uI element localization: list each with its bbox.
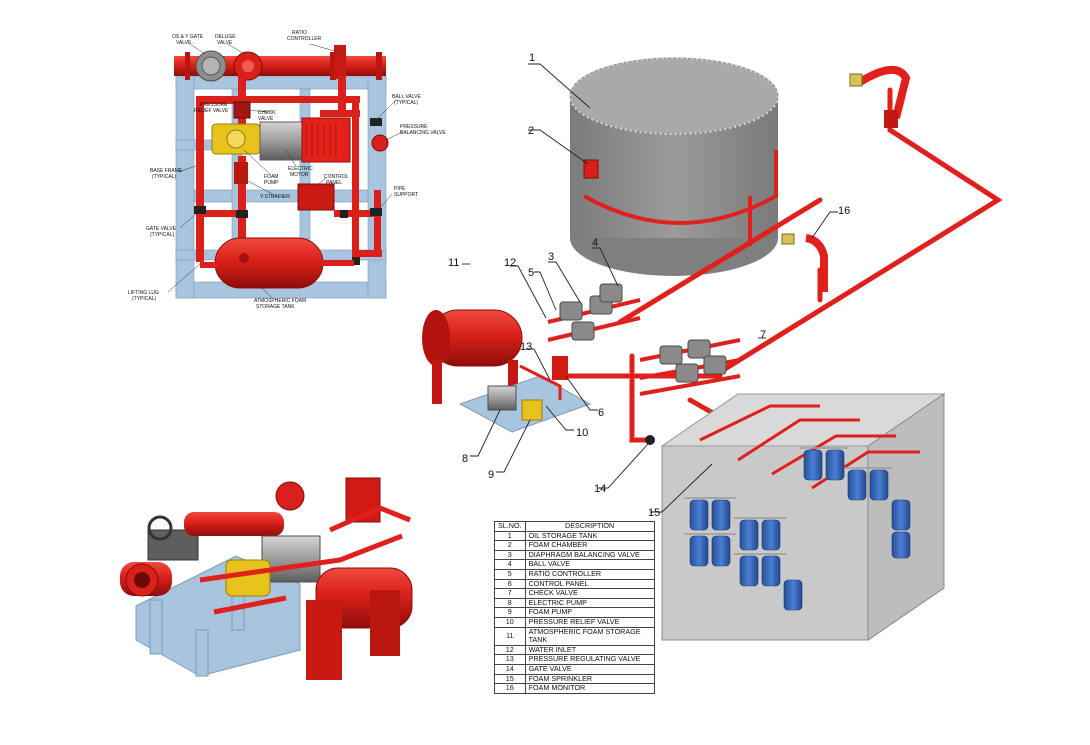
legend-slno: 7 xyxy=(494,588,526,599)
label-y-strainer: Y-STRAINER xyxy=(260,194,290,200)
label-ball-valve: BALL VALVE(TYPICAL) xyxy=(392,94,421,106)
control-panel xyxy=(297,183,335,211)
legend-slno: 10 xyxy=(494,616,526,628)
callout-8: 8 xyxy=(462,453,468,465)
legend-description: PRESSURE REGULATING VALVE xyxy=(524,654,655,665)
callout-10: 10 xyxy=(576,427,588,439)
sprinkler-room xyxy=(660,393,946,641)
skid-3d-view xyxy=(120,477,413,680)
legend-slno: 13 xyxy=(494,654,526,665)
y-strainer xyxy=(234,162,248,184)
legend-description: GATE VALVE xyxy=(524,663,655,675)
callout-6: 6 xyxy=(598,407,604,419)
callout-11: 11 xyxy=(448,257,459,269)
legend-description: CHECK VALVE xyxy=(524,588,655,599)
callout-2: 2 xyxy=(528,125,534,137)
foam-tank-11 xyxy=(422,309,523,404)
legend-description: PRESSURE RELIEF VALVE xyxy=(524,616,655,628)
legend-description: ATMOSPHERIC FOAM STORAGE TANK xyxy=(524,626,655,646)
callout-12: 12 xyxy=(504,257,516,269)
electric-motor xyxy=(259,121,303,161)
control-panel-6 xyxy=(552,356,568,380)
oil-storage-tank xyxy=(569,57,779,276)
legend-description: FOAM MONITOR xyxy=(524,683,655,694)
ratio-controller xyxy=(334,45,346,79)
callout-1: 1 xyxy=(529,52,535,64)
callouts: 1 2 3 4 5 6 7 8 9 10 11 12 13 14 15 16 xyxy=(448,52,850,519)
callout-4: 4 xyxy=(592,237,598,249)
legend-description: FOAM CHAMBER xyxy=(524,540,655,551)
legend-description: FOAM PUMP xyxy=(524,607,655,618)
legend-slno: 5 xyxy=(494,568,526,580)
legend-description: RATIO CONTROLLER xyxy=(524,568,655,580)
callout-9: 9 xyxy=(488,469,494,481)
pump-skid xyxy=(458,356,592,433)
callout-16: 16 xyxy=(838,205,850,217)
foam-chamber xyxy=(583,159,599,179)
callout-7: 7 xyxy=(760,329,766,341)
legend-header-slno: SL.NO. xyxy=(494,521,526,532)
electric-pump xyxy=(487,385,517,411)
legend-slno: 9 xyxy=(494,607,526,618)
legend-header-row: SL.NO. DESCRIPTION xyxy=(494,521,655,532)
callout-14: 14 xyxy=(594,483,606,495)
callout-5: 5 xyxy=(528,267,534,279)
foam-monitor-top xyxy=(849,66,911,128)
label-base-frame: BASE FRAME(TYPICAL) xyxy=(150,168,183,180)
legend-header-description: DESCRIPTION xyxy=(524,521,655,532)
legend-slno: 2 xyxy=(494,540,526,551)
label-gate-valve: GATE VALVE(TYPICAL) xyxy=(146,226,177,238)
label-lifting-lug: LIFTING LUG(TYPICAL) xyxy=(128,290,159,302)
atmospheric-foam-tank xyxy=(214,237,324,289)
callout-3: 3 xyxy=(548,251,554,263)
foam-pump-9 xyxy=(521,399,543,421)
legend-slno: 16 xyxy=(494,683,526,694)
callout-15: 15 xyxy=(648,507,660,519)
legend-slno: 11 xyxy=(494,626,526,646)
pressure-balancing-valve xyxy=(371,134,389,152)
valve-manifold xyxy=(547,283,741,445)
legend-slno: 14 xyxy=(494,663,526,675)
foam-monitor-16 xyxy=(781,233,828,292)
callout-13: 13 xyxy=(520,341,532,353)
